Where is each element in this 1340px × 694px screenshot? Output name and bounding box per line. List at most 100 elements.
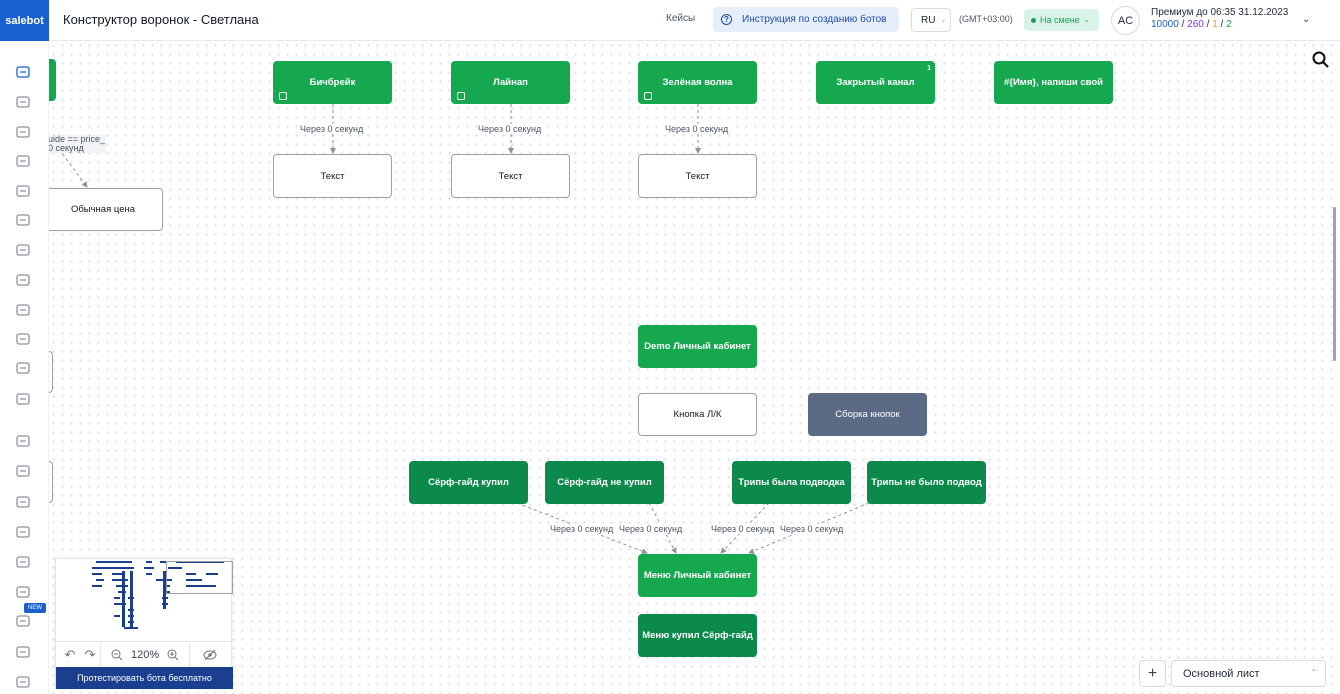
page-title: Конструктор воронок - Светлана: [63, 12, 259, 27]
list-icon[interactable]: [15, 184, 31, 198]
redo-icon[interactable]: ↷: [84, 646, 96, 662]
salebot-logo[interactable]: salebot: [0, 0, 49, 41]
message-icon: [644, 92, 652, 100]
edge-line: [516, 502, 648, 555]
network-icon[interactable]: [15, 464, 31, 478]
message-icon: [279, 92, 287, 100]
briefcase-icon[interactable]: [15, 243, 31, 257]
sheet-select-value: Основной лист: [1183, 667, 1260, 680]
node-label: Сборка кнопок: [835, 409, 900, 420]
minimap-area[interactable]: [56, 559, 233, 641]
edge-label: Через 0 секунд: [779, 524, 845, 534]
scrollbar[interactable]: [1333, 207, 1336, 361]
cloud-icon[interactable]: [15, 645, 31, 659]
node-zelenaya-volna[interactable]: Зелёная волна: [638, 61, 757, 104]
node-lainap[interactable]: Лайнап: [451, 61, 570, 104]
status-dot-icon: [1031, 17, 1036, 23]
condition-label: uide == price_ 0 секунд: [49, 134, 107, 153]
condition-line: 0 секунд: [49, 143, 84, 153]
node-text[interactable]: Текст: [451, 154, 570, 198]
node-text[interactable]: Текст: [638, 154, 757, 198]
calendar-icon[interactable]: [15, 361, 31, 375]
question-icon: ?: [721, 14, 732, 25]
node-knopka-lk[interactable]: Кнопка Л/К: [638, 393, 757, 436]
node-zakryty-kanal[interactable]: Закрытый канал 1: [816, 61, 935, 104]
counter-total: 10000: [1151, 19, 1179, 30]
edge-label: Через 0 секунд: [477, 124, 543, 134]
counter-d: 2: [1226, 19, 1232, 30]
instruction-button[interactable]: ? Инструкция по созданию ботов: [713, 7, 899, 32]
list-check-icon[interactable]: [15, 585, 31, 599]
grid-icon[interactable]: [15, 555, 31, 569]
node-label: Зелёная волна: [662, 77, 733, 88]
node-text[interactable]: Текст: [273, 154, 392, 198]
divider: [100, 641, 101, 668]
node-tripy-ne-bylo[interactable]: Трипы не было подвод: [867, 461, 986, 504]
minimap-viewport[interactable]: [166, 561, 233, 594]
funnel-canvas[interactable]: Бичбрейк Лайнап Зелёная волна Закрытый к…: [49, 41, 1340, 694]
zoom-out-icon[interactable]: [107, 645, 127, 665]
shift-status-label: На смене: [1040, 15, 1080, 25]
tv-icon[interactable]: [15, 303, 31, 317]
search-icon[interactable]: [1311, 50, 1331, 70]
target-icon[interactable]: [15, 125, 31, 139]
language-value: RU: [921, 14, 936, 26]
instruction-label: Инструкция по созданию ботов: [742, 14, 887, 25]
cut-off-node[interactable]: [49, 59, 56, 101]
sheet-select[interactable]: Основной лист ⌃: [1171, 660, 1326, 687]
funnel-icon[interactable]: [15, 65, 31, 79]
hide-icon[interactable]: [200, 645, 220, 665]
avatar[interactable]: AC: [1111, 6, 1140, 35]
new-badge: NEW: [24, 603, 46, 613]
counters: 10000 / 260 / 1 / 2: [1151, 19, 1232, 30]
minimap-controls: ↶ ↷ 120%: [56, 641, 233, 668]
cut-off-node[interactable]: [49, 461, 53, 503]
bar-chart-icon[interactable]: [15, 332, 31, 346]
node-menu-lk[interactable]: Меню Личный кабинет: [638, 554, 757, 597]
edge-label: Через 0 секунд: [618, 524, 684, 534]
zoom-in-icon[interactable]: [163, 645, 183, 665]
node-menu-kupil[interactable]: Меню купил Сёрф-гайд: [638, 614, 757, 657]
card-icon[interactable]: [15, 495, 31, 509]
chat-icon[interactable]: [15, 434, 31, 448]
table-icon[interactable]: [15, 154, 31, 168]
language-select[interactable]: RU ⌄: [911, 8, 951, 32]
node-label: Меню купил Сёрф-гайд: [642, 630, 753, 641]
node-demo-lk[interactable]: Demo Личный кабинет: [638, 325, 757, 368]
node-serf-kupil[interactable]: Сёрф-гайд купил: [409, 461, 528, 504]
chevron-down-icon: ⌄: [1083, 17, 1090, 24]
top-bar: salebot Конструктор воронок - Светлана К…: [0, 0, 1340, 41]
database-icon[interactable]: [15, 392, 31, 406]
node-tripy-byla[interactable]: Трипы была подводка: [732, 461, 851, 504]
node-badge: 1: [927, 65, 931, 72]
account-chevron-icon[interactable]: ⌄: [1302, 14, 1311, 25]
clipboard-icon[interactable]: [15, 675, 31, 689]
minimap[interactable]: ↶ ↷ 120% Протестировать бота бесплатно: [55, 558, 233, 689]
condition-line: uide == price_: [49, 134, 106, 144]
graduation-icon[interactable]: [15, 273, 31, 287]
shift-status-select[interactable]: На смене ⌄: [1024, 9, 1099, 31]
node-sborka-knopok[interactable]: Сборка кнопок: [808, 393, 927, 436]
phone-icon[interactable]: [15, 525, 31, 539]
users-icon[interactable]: [15, 95, 31, 109]
node-label: Сёрф-гайд купил: [428, 477, 509, 488]
premium-info: Премиум до 06:35 31.12.2023 10000 / 260 …: [1151, 7, 1288, 30]
node-label: Обычная цена: [70, 204, 136, 215]
node-label: Меню Личный кабинет: [643, 570, 752, 581]
test-bot-button[interactable]: Протестировать бота бесплатно: [56, 667, 233, 689]
zoom-level: 120%: [131, 648, 160, 661]
edge-label: Через 0 секунд: [299, 124, 365, 134]
add-sheet-button[interactable]: +: [1139, 660, 1166, 687]
node-serf-ne-kupil[interactable]: Сёрф-гайд не купил: [545, 461, 664, 504]
node-obychnaya-cena[interactable]: Обычная цена: [49, 188, 163, 231]
node-label: Бичбрейк: [309, 77, 356, 88]
cases-link[interactable]: Кейсы: [666, 13, 696, 24]
undo-icon[interactable]: ↶: [64, 646, 76, 662]
node-label: Кнопка Л/К: [673, 409, 722, 420]
cut-off-node[interactable]: [49, 351, 53, 393]
node-label: #{Имя}, напиши свой: [1004, 77, 1103, 88]
tag-icon[interactable]: [15, 614, 31, 628]
mail-icon[interactable]: [15, 213, 31, 227]
node-bichbreik[interactable]: Бичбрейк: [273, 61, 392, 104]
node-imya[interactable]: #{Имя}, напиши свой: [994, 61, 1113, 104]
